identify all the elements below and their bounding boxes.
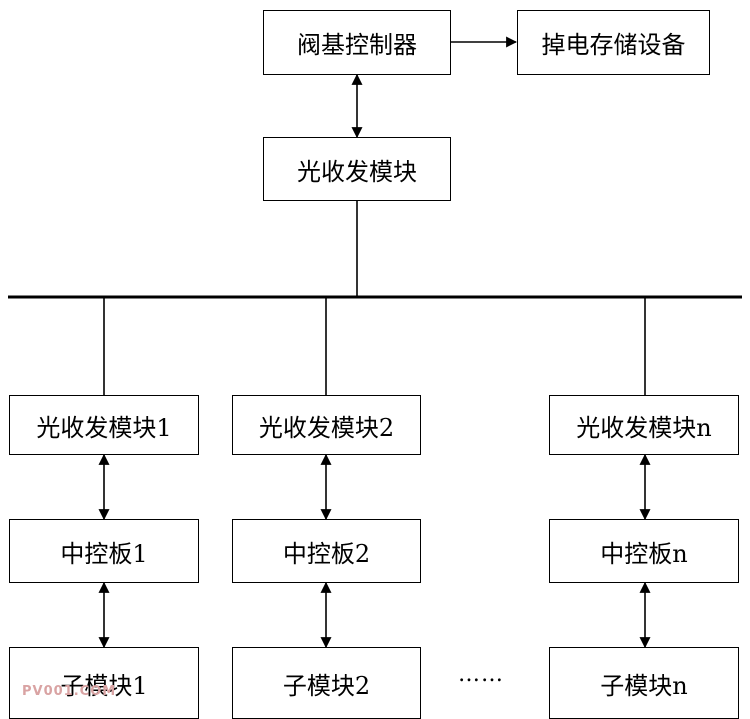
transceiver-label-2: 光收发模块2 — [258, 413, 395, 442]
watermark: PV001.COM — [22, 684, 117, 699]
submodule-box-2: 子模块2 — [232, 647, 421, 719]
submodule-box-n: 子模块n — [549, 647, 739, 719]
transceiver-box-n: 光收发模块n — [549, 395, 739, 455]
submodule-label-n: 子模块n — [600, 671, 688, 700]
storage-device-label: 掉电存储设备 — [541, 31, 686, 59]
submodule-label-1: 子模块1 — [60, 671, 148, 700]
ellipsis: …… — [458, 662, 504, 687]
valve-controller-box: 阀基控制器 — [263, 10, 451, 75]
valve-controller-label: 阀基控制器 — [297, 31, 417, 59]
transceiver-label-n: 光收发模块n — [576, 413, 712, 442]
control-board-label-n: 中控板n — [600, 539, 688, 568]
control-board-label-1: 中控板1 — [60, 539, 148, 568]
transceiver-box-2: 光收发模块2 — [232, 395, 421, 455]
control-board-label-2: 中控板2 — [282, 539, 371, 568]
submodule-box-1: 子模块1 — [9, 647, 199, 719]
control-board-box-1: 中控板1 — [9, 519, 199, 583]
storage-device-box: 掉电存储设备 — [517, 10, 710, 75]
control-board-box-2: 中控板2 — [232, 519, 421, 583]
transceiver-label-1: 光收发模块1 — [36, 413, 172, 442]
main-transceiver-label: 光收发模块 — [297, 157, 417, 186]
control-board-box-n: 中控板n — [549, 519, 739, 583]
main-transceiver-box: 光收发模块 — [263, 137, 451, 201]
transceiver-box-1: 光收发模块1 — [9, 395, 199, 455]
submodule-label-2: 子模块2 — [282, 671, 371, 700]
